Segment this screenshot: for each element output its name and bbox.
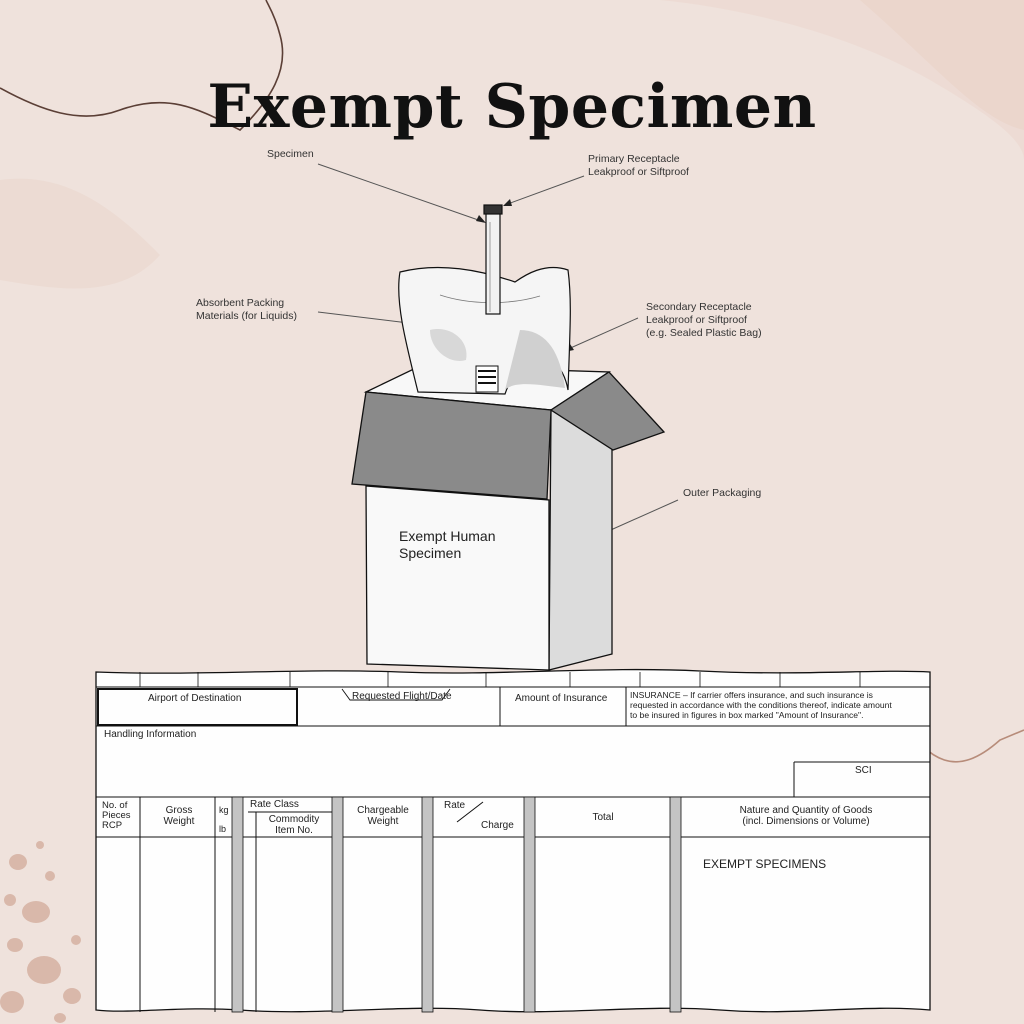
secondary-bag bbox=[398, 266, 571, 395]
box-text-line1: Exempt Human bbox=[399, 528, 496, 544]
col-rate-class: Rate Class bbox=[250, 799, 299, 810]
col-pieces-line3: RCP bbox=[102, 820, 123, 831]
col-pieces-line1: No. of bbox=[102, 800, 128, 811]
label-secondary-receptacle: Secondary Receptacle Leakproof or Siftpr… bbox=[646, 301, 762, 340]
col-pieces-line2: Pieces bbox=[102, 810, 131, 821]
label-outer-packaging: Outer Packaging bbox=[683, 487, 762, 499]
col-gross-line2: Weight bbox=[163, 816, 195, 827]
form-column-bars bbox=[231, 796, 682, 1013]
insurance-note-line2: requested in accordance with the conditi… bbox=[630, 700, 892, 710]
col-gross-line1: Gross bbox=[165, 805, 193, 816]
form-amount-of-insurance: Amount of Insurance bbox=[515, 693, 608, 704]
box-front-flap bbox=[351, 391, 552, 500]
primary-receptacle bbox=[483, 204, 503, 315]
form-insurance-note: INSURANCE – If carrier offers insurance,… bbox=[630, 690, 892, 720]
form-handling-information: Handling Information bbox=[104, 729, 197, 740]
label-secondary-line3: (e.g. Sealed Plastic Bag) bbox=[646, 327, 762, 339]
col-lb: lb bbox=[219, 824, 227, 834]
bg-dots bbox=[0, 841, 81, 1023]
label-specimen: Specimen bbox=[267, 148, 314, 160]
label-absorbent-packing: Absorbent Packing Materials (for Liquids… bbox=[196, 297, 297, 323]
label-secondary-line2: Leakproof or Siftproof bbox=[646, 314, 747, 326]
col-commodity-line1: Commodity bbox=[268, 814, 320, 825]
leader-lines bbox=[317, 163, 679, 534]
col-gross-weight: Gross Weight bbox=[148, 805, 210, 827]
col-rate: Rate bbox=[444, 800, 466, 811]
col-chargeable-line1: Chargeable bbox=[357, 805, 409, 816]
col-kg: kg bbox=[219, 805, 229, 815]
label-absorbent-line1: Absorbent Packing bbox=[196, 297, 285, 309]
col-pieces: No. of Pieces RCP bbox=[102, 801, 131, 831]
absorbent-material bbox=[475, 365, 499, 393]
col-commodity: Commodity Item No. bbox=[258, 814, 330, 836]
insurance-note-line3: to be insured in figures in box marked "… bbox=[630, 710, 864, 720]
label-primary-line1: Primary Receptacle bbox=[588, 153, 680, 165]
label-primary-line2: Leakproof or Siftproof bbox=[588, 166, 689, 178]
box-right-flap bbox=[549, 371, 666, 451]
col-chargeable-line2: Weight bbox=[367, 816, 399, 827]
label-primary-receptacle: Primary Receptacle Leakproof or Siftproo… bbox=[588, 153, 689, 179]
col-nature-line2: (incl. Dimensions or Volume) bbox=[742, 816, 870, 827]
arrowhead-specimen bbox=[476, 215, 486, 223]
airport-box bbox=[97, 688, 298, 726]
col-chargeable-weight: Chargeable Weight bbox=[345, 805, 421, 827]
label-secondary-line1: Secondary Receptacle bbox=[646, 301, 752, 313]
form-requested-flight-date: Requested Flight/Date bbox=[352, 691, 452, 702]
form-sheet bbox=[95, 668, 931, 1013]
bg-blob-left bbox=[0, 178, 160, 289]
form-airport-of-destination: Airport of Destination bbox=[148, 693, 242, 704]
form-sci: SCI bbox=[855, 765, 872, 776]
box-text-line2: Specimen bbox=[399, 545, 462, 561]
label-absorbent-line2: Materials (for Liquids) bbox=[196, 310, 297, 322]
insurance-note-line1: INSURANCE – If carrier offers insurance,… bbox=[630, 690, 873, 700]
col-commodity-line2: Item No. bbox=[275, 825, 313, 836]
col-charge: Charge bbox=[481, 820, 514, 831]
bg-curve-top bbox=[0, 0, 284, 131]
box-front bbox=[365, 485, 550, 671]
col-nature-quantity: Nature and Quantity of Goods (incl. Dime… bbox=[684, 805, 928, 827]
goods-entry: EXEMPT SPECIMENS bbox=[703, 857, 827, 871]
page-title: Exempt Specimen bbox=[207, 72, 817, 142]
box-printed-text: Exempt Human Specimen bbox=[399, 528, 495, 562]
bg-blob-right bbox=[660, 0, 1024, 160]
arrowhead-primary bbox=[503, 199, 512, 206]
col-nature-line1: Nature and Quantity of Goods bbox=[739, 805, 873, 816]
col-total: Total bbox=[592, 812, 614, 823]
